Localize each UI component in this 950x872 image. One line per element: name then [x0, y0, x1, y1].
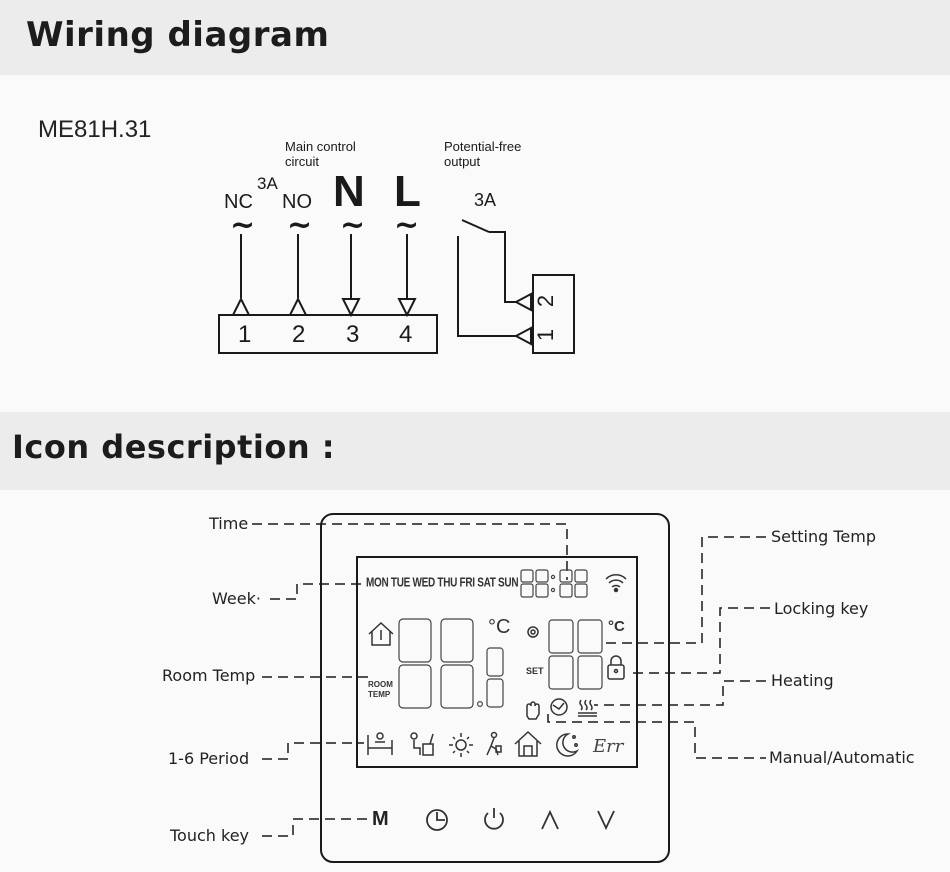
- main-control-line2: circuit: [285, 154, 319, 169]
- arrow-output-1: [513, 326, 532, 346]
- leader-time: [252, 523, 568, 580]
- mode-key[interactable]: M: [372, 808, 389, 830]
- clock-key-icon[interactable]: [426, 809, 448, 831]
- wifi-icon: [605, 574, 627, 593]
- callout-time: Time: [209, 514, 249, 533]
- manual-hand-icon: [526, 701, 540, 720]
- tilde-1: ~: [230, 208, 256, 243]
- callout-week: Week·: [212, 589, 261, 608]
- main-control-label: Main control circuit: [285, 139, 356, 169]
- thermostat-body: [320, 513, 670, 863]
- output-wire-1: [457, 236, 516, 337]
- set-temp-unit: °C: [608, 618, 625, 635]
- room-temp-digits: [398, 618, 504, 709]
- main-rating: 3A: [257, 174, 278, 193]
- output-rating: 3A: [474, 190, 497, 210]
- lock-icon: [607, 655, 625, 680]
- leave-home-icon: [486, 731, 502, 756]
- error-indicator: Err: [593, 736, 624, 757]
- callout-locking-key: Locking key: [774, 599, 869, 618]
- leader-heating: [594, 680, 766, 706]
- potential-free-label: Potential-free output: [444, 139, 521, 169]
- callout-setting-temp: Setting Temp: [771, 527, 877, 546]
- leader-setting-temp: [604, 536, 766, 644]
- arrow-down-3: [341, 298, 361, 318]
- output-wire-2: [489, 231, 516, 303]
- switch-blade: [461, 219, 490, 233]
- sun-icon: [449, 733, 473, 757]
- callout-period: 1-6 Period: [168, 749, 250, 768]
- room-temp-label: ROOM TEMP: [368, 680, 393, 700]
- terminal-no-label: NO: [282, 191, 312, 213]
- auto-clock-icon: [550, 698, 568, 716]
- arrow-down-4: [397, 298, 417, 318]
- down-key-icon[interactable]: [597, 810, 615, 831]
- arrow-output-2: [513, 292, 532, 312]
- terminal-n-label: N: [333, 167, 365, 216]
- terminal-block: [218, 314, 438, 354]
- terminal-nc-label: NC: [224, 191, 253, 213]
- potential-free-line1: Potential-free: [444, 139, 522, 154]
- indoor-temp-house-icon: [368, 621, 394, 646]
- up-key-icon[interactable]: [541, 809, 559, 830]
- arrow-up-2: [288, 296, 308, 316]
- leader-week: [270, 583, 364, 600]
- terminal-1-number: 1: [238, 321, 252, 348]
- leader-manual-auto: [547, 714, 766, 759]
- heating-icon: [578, 699, 597, 717]
- week-days: MON TUE WED THU FRI SAT SUN: [366, 576, 519, 591]
- home-icon: [514, 730, 542, 757]
- clock-digits: [520, 569, 588, 598]
- callout-heating: Heating: [771, 671, 834, 690]
- temp-label: TEMP: [368, 690, 391, 699]
- model-number: ME81H.31: [38, 116, 152, 143]
- power-key-icon[interactable]: [484, 808, 504, 830]
- leader-period: [262, 742, 364, 760]
- tilde-2: ~: [287, 208, 313, 243]
- main-control-line1: Main control: [285, 139, 356, 154]
- leader-touch-key: [262, 818, 368, 837]
- gear-icon: [527, 626, 539, 638]
- callout-manual-automatic: Manual/Automatic: [769, 748, 915, 767]
- icon-section-header: Icon description :: [0, 412, 950, 490]
- arrow-up-1: [231, 296, 251, 316]
- terminal-2-number: 2: [292, 321, 306, 348]
- room-temp-unit: °C: [488, 616, 511, 638]
- set-temp-digits: [548, 619, 603, 690]
- lcd-screen: [356, 556, 638, 768]
- potential-free-line2: output: [444, 154, 481, 169]
- lcd-segments: [398, 569, 603, 709]
- set-label: SET: [526, 666, 544, 676]
- callout-touch-key: Touch key: [170, 826, 250, 845]
- wiring-title: Wiring diagram: [26, 15, 330, 55]
- wake-up-icon: [367, 732, 393, 755]
- terminal-4-number: 4: [399, 321, 413, 348]
- leader-locking-key: [632, 607, 770, 674]
- night-icon: [556, 733, 580, 757]
- terminal-l-label: L: [394, 167, 421, 216]
- terminal-3-number: 3: [346, 321, 360, 348]
- output-terminal-block: [532, 274, 575, 354]
- work-icon: [410, 732, 434, 756]
- tilde-3: ~: [340, 208, 366, 243]
- wiring-diagram-drawing: [218, 219, 575, 354]
- wiring-section-header: Wiring diagram: [0, 0, 950, 75]
- icon-title: Icon description :: [12, 428, 336, 466]
- room-label: ROOM: [368, 680, 393, 689]
- callout-room-temp: Room Temp: [162, 666, 256, 685]
